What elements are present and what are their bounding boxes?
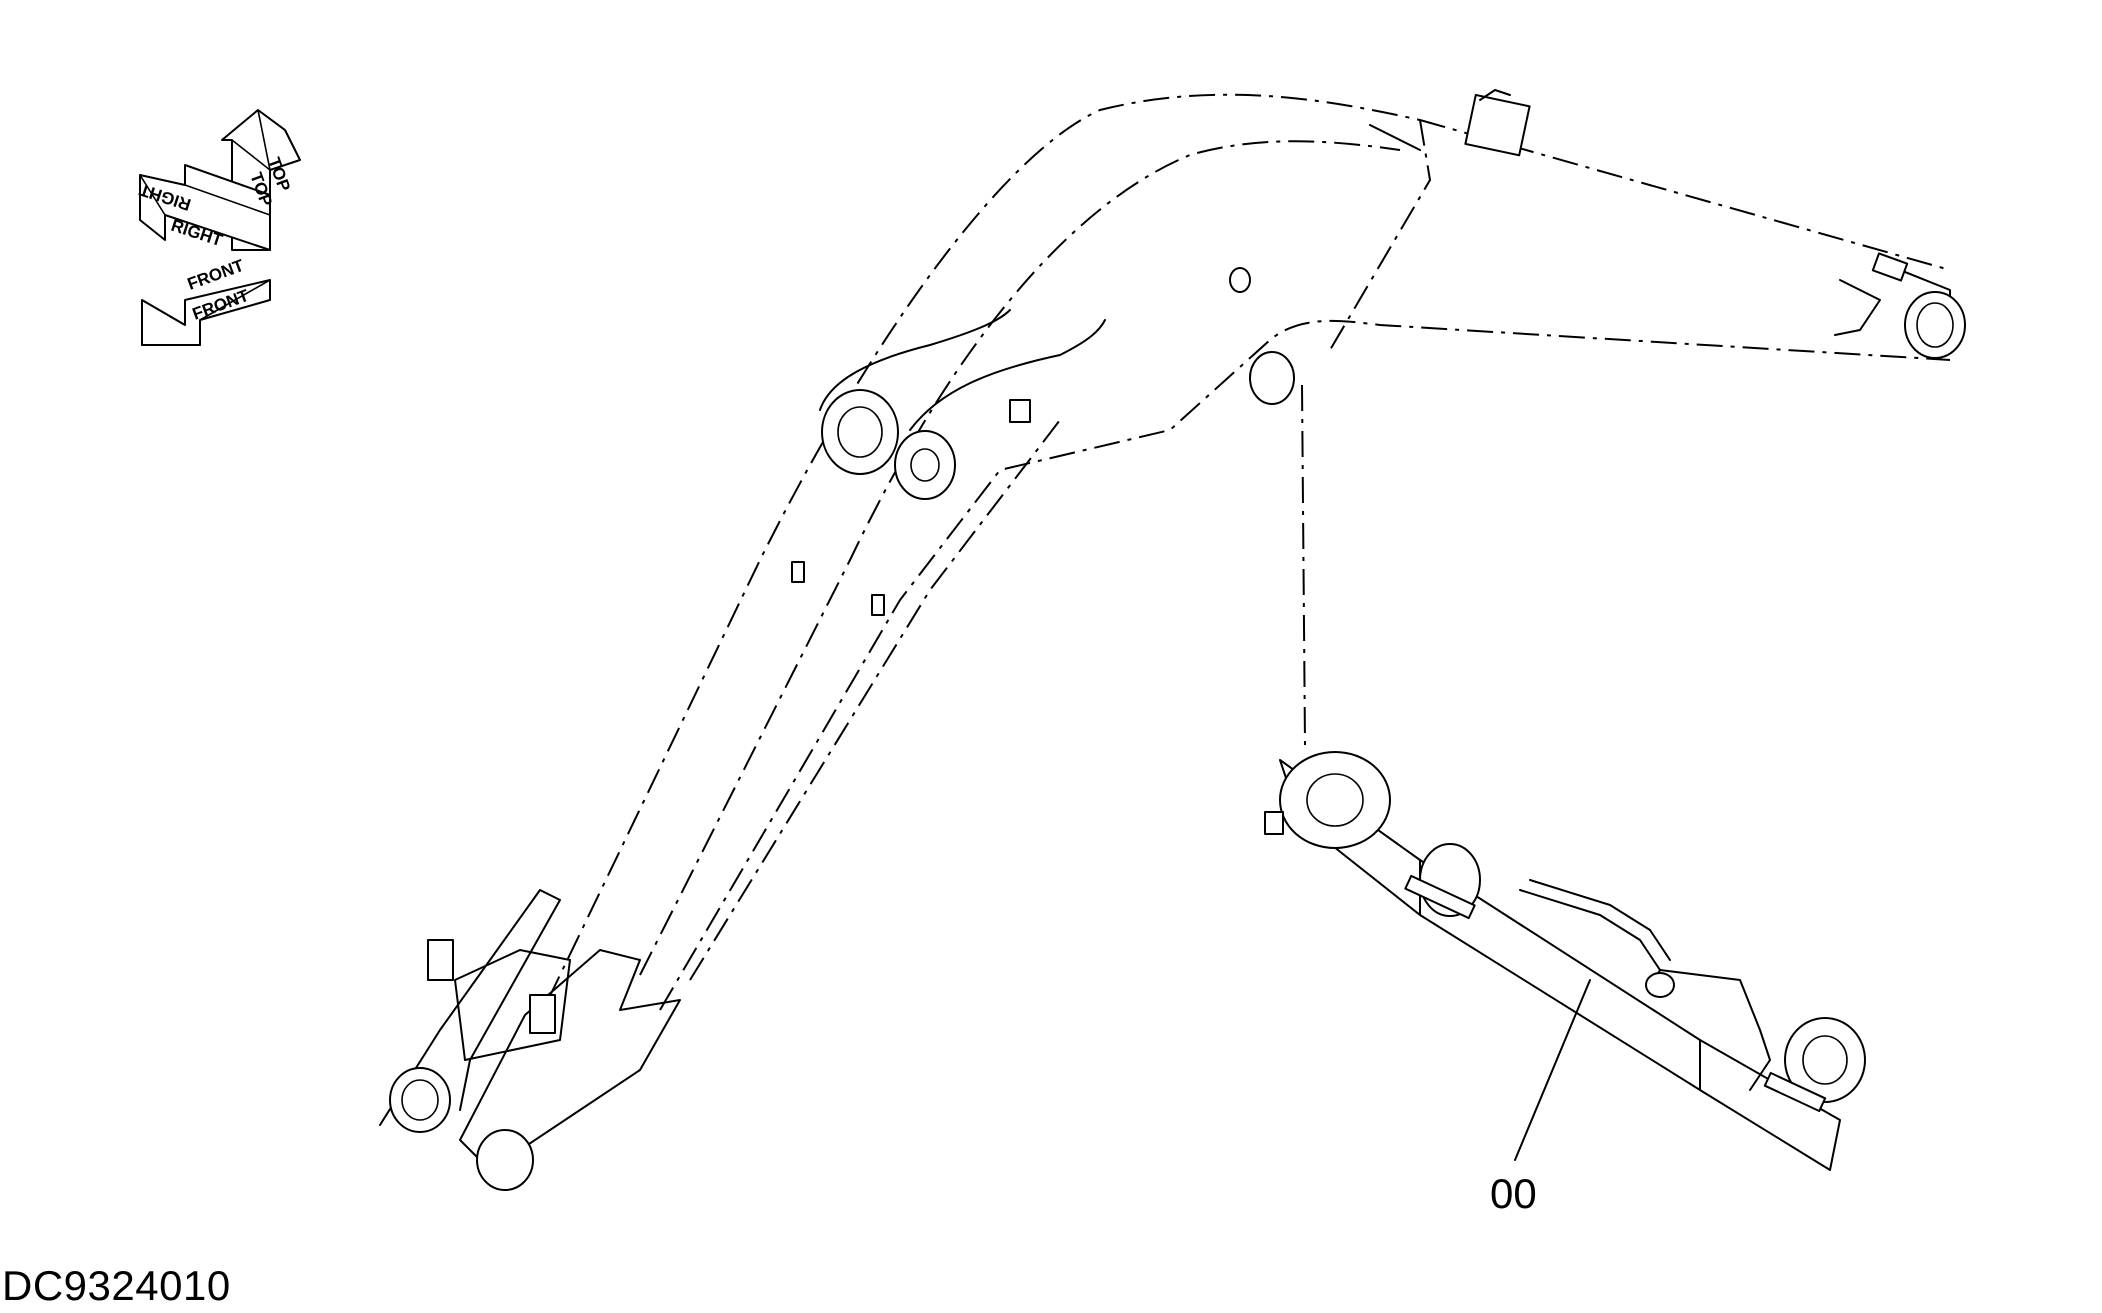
orientation-compass: TOP TOP RIGHT RIGHT FRONT FRONT xyxy=(136,109,301,346)
drawing-number: DC9324010 xyxy=(2,1262,231,1309)
boom-outline xyxy=(379,89,1966,1191)
callout-leader-00 xyxy=(1514,979,1591,1161)
hydraulic-cylinder xyxy=(1264,751,1866,1171)
callout-00: 00 xyxy=(1490,1170,1537,1217)
mounting-leader-line xyxy=(1301,384,1306,746)
